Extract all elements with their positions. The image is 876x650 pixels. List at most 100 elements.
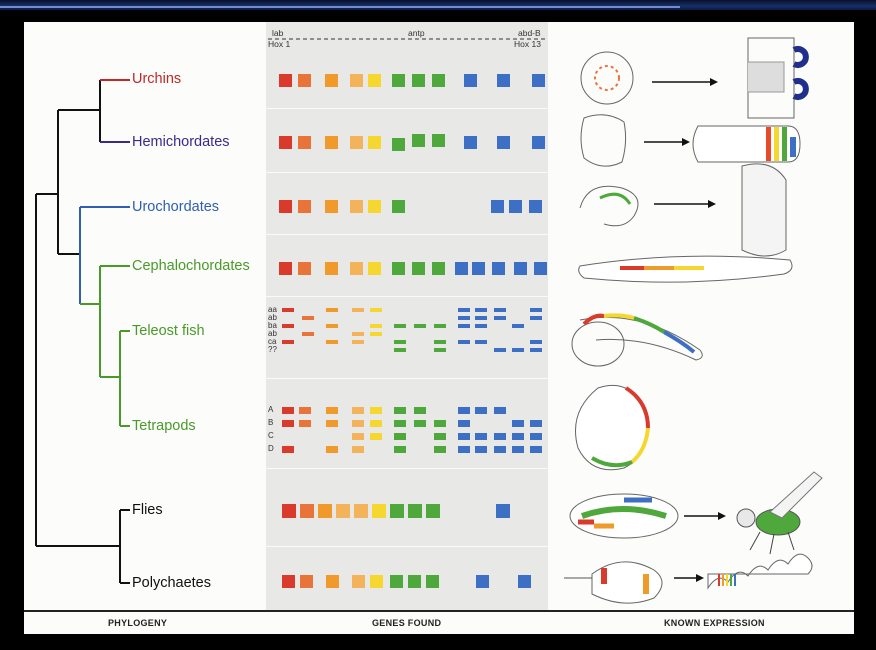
taxon-urochordates: Urochordates — [132, 199, 220, 215]
hox-gene — [434, 340, 446, 344]
hox-gene — [458, 308, 470, 312]
urchin-adult-expression — [792, 46, 809, 68]
hox-gene — [370, 324, 382, 328]
teleost-row-label: ca — [268, 337, 277, 346]
hox-gene — [298, 74, 311, 87]
polychaete-larva-illustration — [564, 561, 663, 604]
urchin-adult-illustration — [747, 37, 809, 119]
row-separator — [266, 108, 548, 109]
hox-gene — [530, 420, 542, 427]
hox-gene — [326, 575, 339, 588]
hox-gene — [494, 446, 506, 453]
hox-gene — [350, 262, 363, 275]
tetrapod-row-label: A — [268, 405, 274, 414]
row-separator — [266, 172, 548, 173]
hox-gene — [414, 407, 426, 414]
title-bar — [0, 0, 876, 10]
hox-gene — [530, 308, 542, 312]
teleost-embryo-illustration — [571, 313, 703, 367]
hox-gene — [458, 446, 470, 453]
polychaete-adult-illustration — [707, 553, 813, 590]
hox-gene — [458, 340, 470, 344]
hox-gene — [350, 200, 363, 213]
hox-gene — [434, 433, 446, 440]
hox-gene — [475, 324, 487, 328]
hox-gene — [530, 348, 542, 352]
hox-gene — [509, 200, 522, 213]
hox-gene — [282, 324, 294, 328]
hox-gene — [530, 340, 542, 344]
header-lab: lab — [272, 28, 284, 38]
fly-embryo-expression — [581, 506, 667, 519]
hemichordate-adult-illustration — [692, 125, 801, 163]
hox-gene — [455, 262, 468, 275]
hox-gene — [494, 348, 506, 352]
hox-gene — [426, 575, 439, 588]
hox-gene — [352, 332, 364, 336]
hox-gene — [352, 420, 364, 427]
hox-gene — [279, 200, 292, 213]
hox-gene — [472, 262, 485, 275]
row-separator — [266, 296, 548, 297]
hox-gene — [394, 407, 406, 414]
genes-teleost — [282, 308, 542, 352]
hox-gene — [390, 504, 404, 518]
hox-gene — [394, 348, 406, 352]
hox-gene — [279, 74, 292, 87]
hox-gene — [368, 200, 381, 213]
hox-gene — [279, 136, 292, 149]
hox-gene — [318, 504, 332, 518]
teleost-expression — [633, 316, 666, 334]
taxon-cephalochordates: Cephalochordates — [132, 258, 250, 274]
hox-gene — [458, 433, 470, 440]
genes-urochordates — [279, 200, 542, 213]
hox-gene — [434, 420, 446, 427]
hox-gene — [475, 308, 487, 312]
hox-gene — [326, 308, 338, 312]
urochordate-larva-illustration — [579, 185, 639, 227]
tetrapod-row-label: B — [268, 418, 274, 427]
polychaete-expression-band — [722, 574, 724, 586]
genes-tetrapods — [282, 407, 542, 453]
hox-gene — [434, 324, 446, 328]
hox-gene — [496, 504, 510, 518]
hox-gene — [458, 316, 470, 320]
hox-gene — [325, 200, 338, 213]
hox-gene — [394, 433, 406, 440]
hox-gene — [530, 316, 542, 320]
hox-gene — [494, 407, 506, 414]
hox-gene — [532, 136, 545, 149]
hox-gene — [370, 407, 382, 414]
hox-gene — [298, 262, 311, 275]
hox-gene — [299, 420, 311, 427]
hox-gene — [475, 433, 487, 440]
hox-gene — [512, 433, 524, 440]
taxon-flies: Flies — [132, 502, 163, 518]
hox-gene — [368, 74, 381, 87]
hox-gene — [350, 136, 363, 149]
teleost-row-label: ab — [268, 313, 277, 322]
hox-gene — [512, 420, 524, 427]
urchin-larva-illustration — [580, 51, 634, 105]
hox-gene — [494, 316, 506, 320]
hemichordate-larva-outline — [580, 114, 627, 167]
hox-gene — [512, 324, 524, 328]
polychaete-expression-band — [718, 574, 720, 586]
hox-gene — [302, 316, 314, 320]
hox-gene — [476, 575, 489, 588]
polychaete-expression-band — [734, 574, 736, 586]
urochordate-adult-body — [741, 163, 787, 257]
hemichordate-larva-illustration — [580, 114, 627, 167]
hox-gene — [426, 504, 440, 518]
tetrapod-row-label: C — [268, 431, 274, 440]
hox-gene — [352, 407, 364, 414]
tetrapod-expression — [630, 427, 650, 464]
genes-flies — [282, 504, 510, 518]
hox-gene — [394, 420, 406, 427]
hox-gene — [298, 136, 311, 149]
hox-gene — [282, 575, 295, 588]
hox-gene — [326, 420, 338, 427]
hox-gene — [497, 136, 510, 149]
genes-urchins — [279, 74, 545, 87]
arrow-head — [718, 512, 726, 520]
